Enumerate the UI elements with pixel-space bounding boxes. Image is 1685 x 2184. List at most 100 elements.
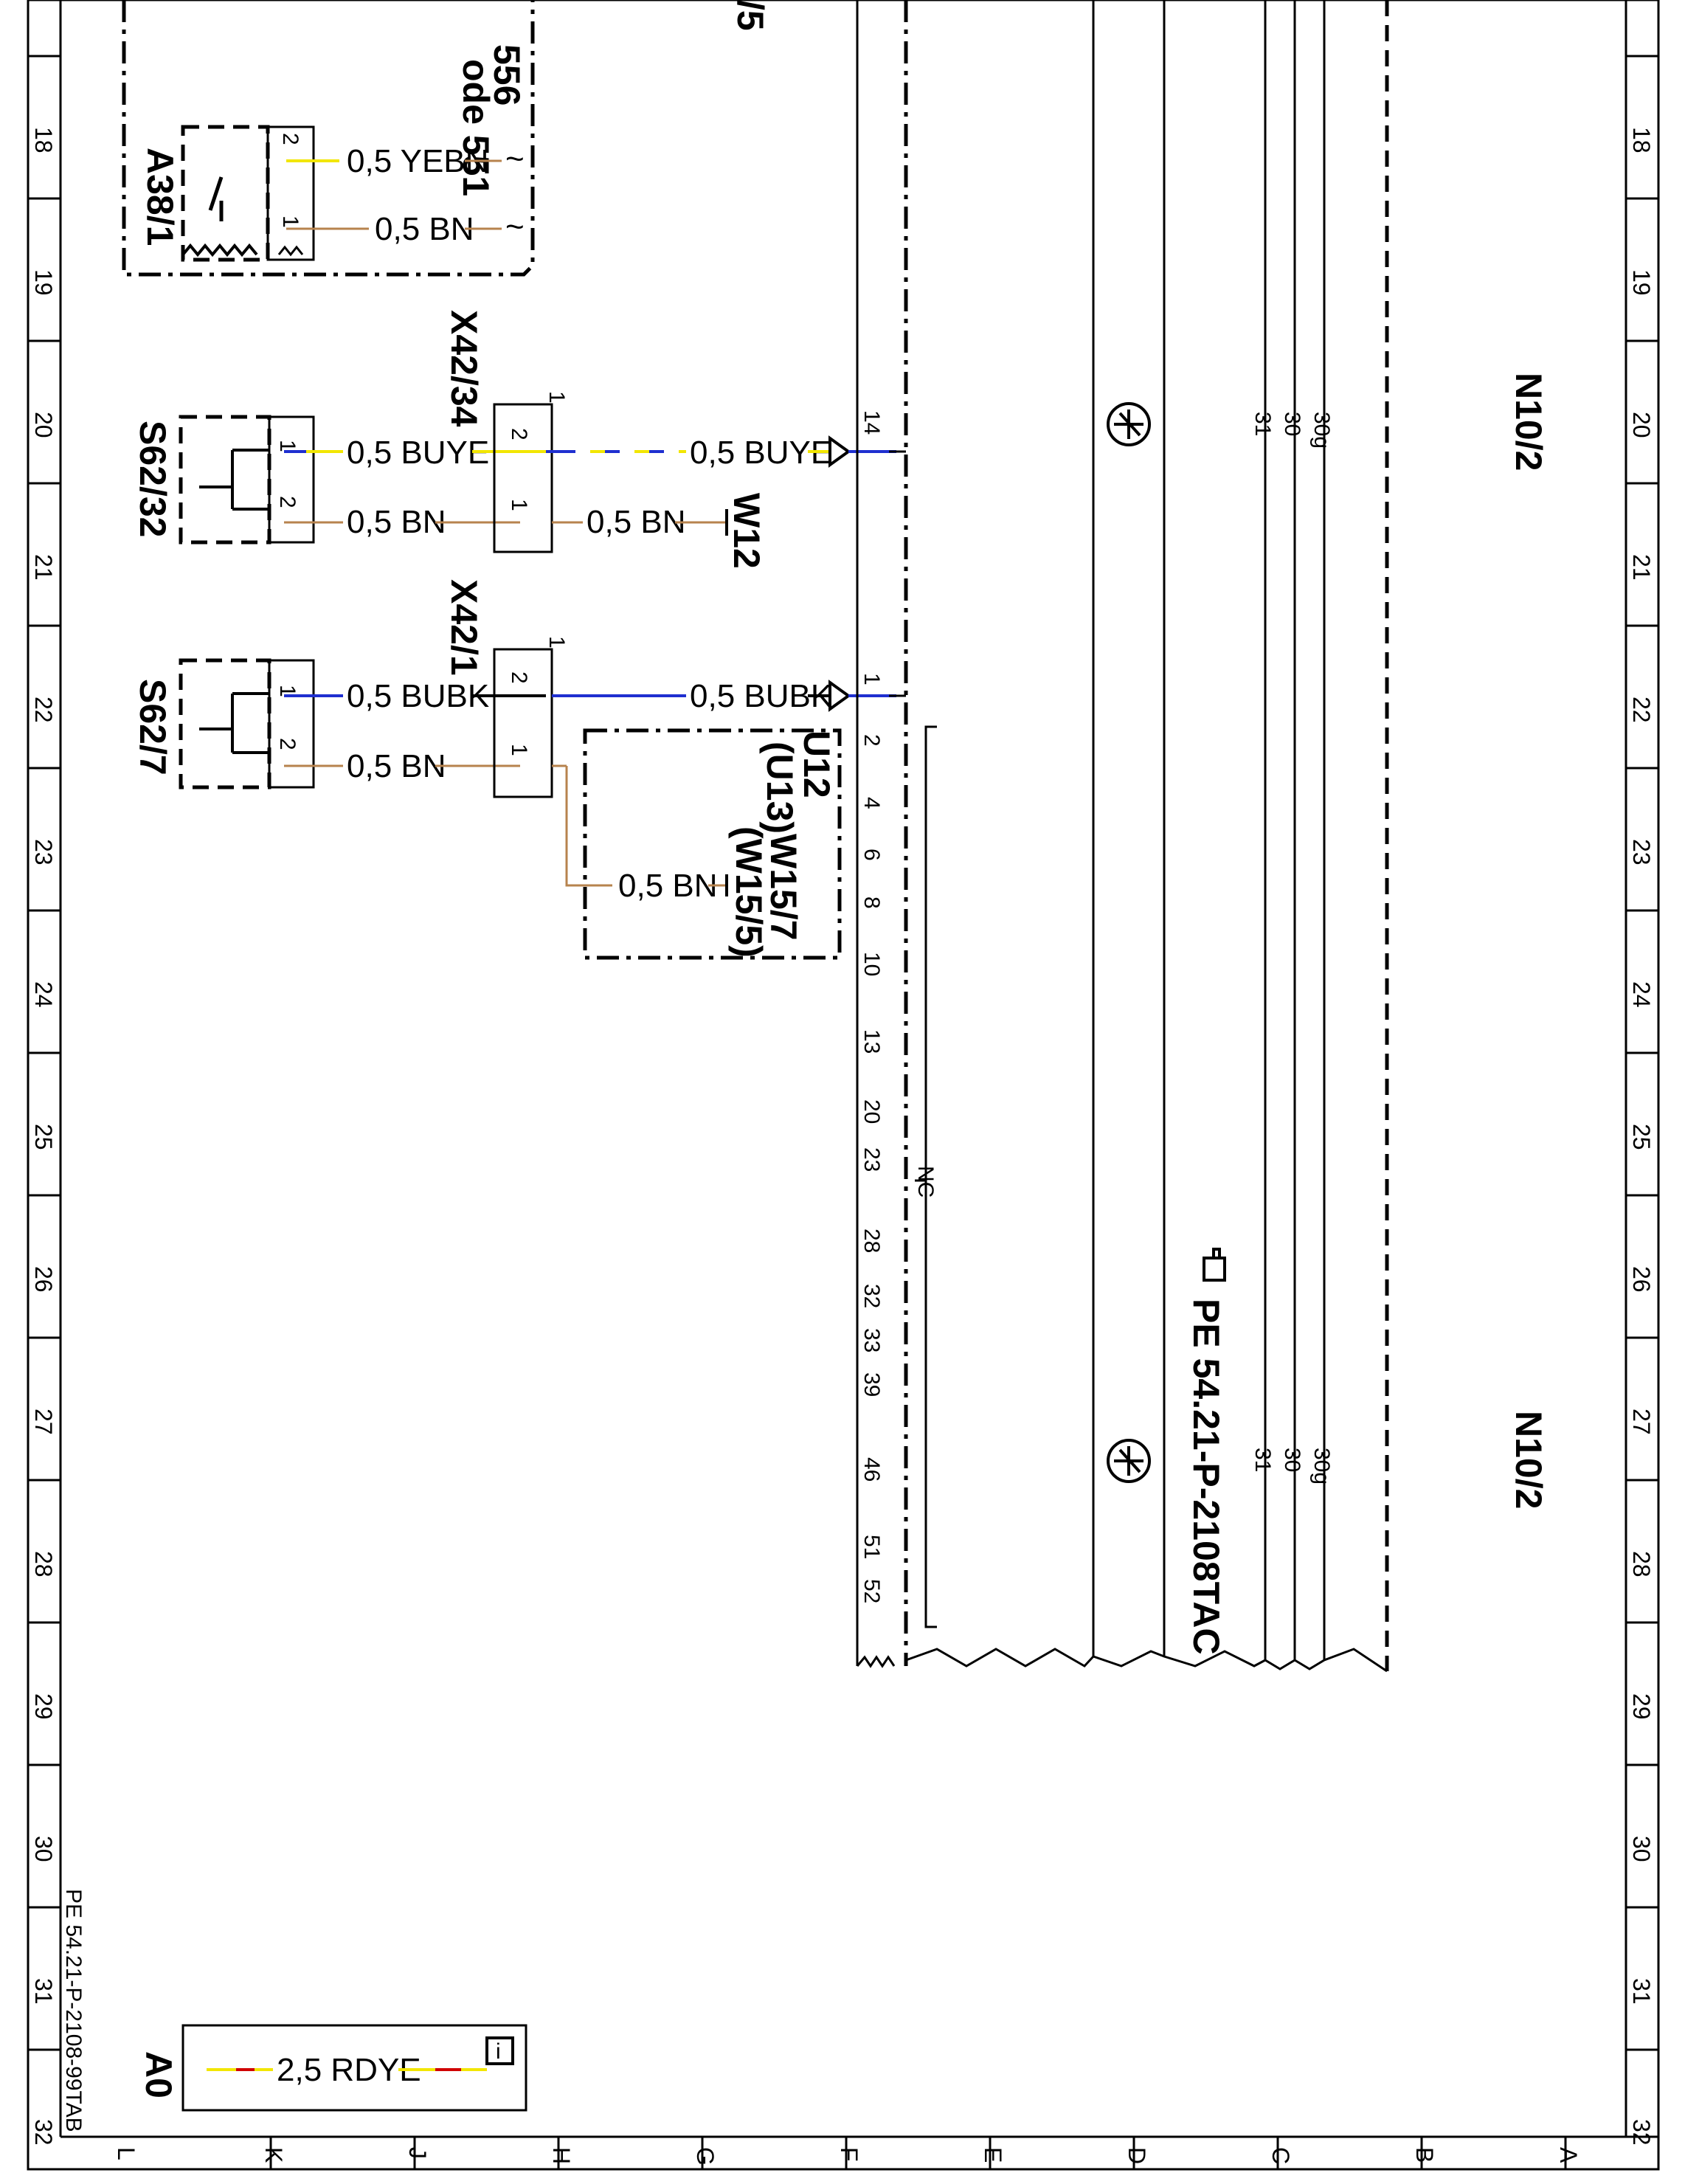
pin-1: 1	[859, 673, 884, 685]
row-C: C	[1267, 2147, 1294, 2164]
col-28-left: 28	[30, 1551, 57, 1577]
s62-7-switch-box	[179, 658, 271, 789]
term-30g-top: 30g	[1309, 412, 1334, 449]
u12-label: U12	[796, 730, 837, 798]
svg-text:2: 2	[507, 428, 531, 440]
connector-pin-number: 46	[859, 1457, 884, 1482]
x42-1-label: X42/1	[443, 579, 485, 676]
svg-text:1: 1	[275, 440, 300, 452]
wire-bn-w15-label: 0,5 BN	[618, 868, 718, 904]
col-22-right: 22	[1628, 697, 1655, 723]
col-29-right: 29	[1628, 1693, 1655, 1720]
svg-text:2: 2	[275, 738, 300, 750]
n10-2-label-top: N10/2	[1508, 373, 1549, 471]
svg-text:~: ~	[505, 141, 525, 177]
wire-bubk-1-label: 0,5 BUBK	[347, 678, 489, 714]
col-19-right: 19	[1628, 269, 1655, 296]
u13-label: (U13)	[759, 742, 800, 834]
wire-bn-s62-7-label: 0,5 BN	[347, 748, 446, 784]
pushbutton-icon	[199, 449, 269, 511]
connector-pin-number: 10	[859, 952, 884, 976]
a38-1-switch-box	[181, 125, 270, 262]
col-23-left: 23	[30, 839, 57, 865]
n10-2-label-bottom: N10/2	[1508, 1411, 1549, 1509]
pin-14: 14	[859, 410, 884, 435]
info-icon	[485, 2036, 514, 2065]
connector-pin-number: 23	[859, 1147, 884, 1172]
svg-text:2: 2	[507, 671, 531, 684]
connector-pin-number: 52	[859, 1579, 884, 1603]
col-20-left: 20	[30, 412, 57, 438]
svg-text:i: i	[496, 2039, 501, 2064]
hand-pointer-icon	[1203, 1248, 1226, 1282]
col-24-right: 24	[1628, 981, 1655, 1008]
u12-box	[583, 728, 842, 960]
wire-bn-a38-label: 0,5 BN	[375, 211, 474, 247]
s62-7-group: S62/7 1 2 0,5 BUBK 0,5 BN X42/1 1 2 1 0,…	[132, 579, 896, 960]
s62-32-label: S62/32	[132, 421, 173, 537]
col-20-right: 20	[1628, 412, 1655, 438]
connector-pin-number: 33	[859, 1328, 884, 1352]
svg-text:1: 1	[507, 499, 531, 511]
col-23-right: 23	[1628, 839, 1655, 865]
s62-7-label: S62/7	[132, 679, 173, 775]
w12-label: W12	[726, 493, 767, 569]
col-32-right: 32	[1628, 2119, 1655, 2146]
term-30-top: 30	[1280, 412, 1304, 436]
row-letters-bottom: L K J H G F E D C B A	[113, 2147, 1582, 2166]
col-25-left: 25	[30, 1124, 57, 1150]
s62-32-switch-box	[179, 415, 271, 545]
svg-text:2: 2	[278, 133, 302, 145]
connector-pin-number: 39	[859, 1372, 884, 1397]
row-L: L	[113, 2147, 139, 2160]
col-21-left: 21	[30, 554, 57, 581]
term-31-top: 31	[1250, 412, 1275, 436]
col-18-left: 18	[30, 127, 57, 153]
pushbutton-icon	[199, 692, 269, 754]
row-A: A	[1555, 2147, 1582, 2163]
svg-text:1: 1	[544, 391, 569, 404]
col-31-right: 31	[1628, 1978, 1655, 2005]
column-numbers-left: 18 19 20 21 22 23 24 25 26 27 28 29 30 3…	[30, 127, 57, 2146]
col-31-left: 31	[30, 1978, 57, 2005]
x42-34-connector	[493, 403, 553, 553]
col-32-left: 32	[30, 2119, 57, 2146]
s62-32-pin-block	[268, 415, 315, 544]
col-27-right: 27	[1628, 1409, 1655, 1435]
arrow-icon	[828, 680, 851, 712]
row-H: H	[548, 2147, 575, 2164]
connector-pin-number: 6	[859, 849, 884, 861]
col-22-left: 22	[30, 697, 57, 723]
code-partial-label-2: 556	[486, 44, 527, 106]
col-30-left: 30	[30, 1836, 57, 1862]
x42-34-label: X42/34	[443, 310, 485, 427]
connector-pin-number: 13	[859, 1029, 884, 1054]
page-reference: PE 54.21-P-2108-99TAB	[61, 1889, 86, 2132]
row-E: E	[980, 2147, 1006, 2163]
a38-1-pin-block	[266, 125, 315, 261]
svg-text:1: 1	[507, 744, 531, 756]
col-25-right: 25	[1628, 1124, 1655, 1150]
x42-1-connector	[493, 648, 553, 798]
col-29-left: 29	[30, 1693, 57, 1720]
column-numbers-right: 18 19 20 21 22 23 24 25 26 27 28 29 30 3…	[1628, 127, 1655, 2146]
drawing-frame	[27, 0, 1660, 2171]
col-28-right: 28	[1628, 1551, 1655, 1577]
connector-pin-number: 51	[859, 1535, 884, 1559]
term-30g-bottom: 30g	[1309, 1448, 1334, 1485]
term-30-bottom: 30	[1280, 1448, 1304, 1472]
spring-icon	[181, 243, 258, 258]
a0-legend: A0 2,5 RDYE i	[138, 2024, 527, 2112]
switch-icon	[208, 176, 224, 221]
a38-1-label: A38/1	[139, 148, 181, 246]
row-G: G	[692, 2147, 719, 2166]
svg-text:1: 1	[544, 636, 569, 649]
svg-text:1: 1	[275, 685, 300, 697]
s62-32-group: S62/32 1 2 0,5 BUYE 0,5 BN X42/34 1 2 1 …	[132, 310, 896, 569]
w15-5-label: (W15/5)	[728, 826, 769, 958]
wire-bn-s62-32-label: 0,5 BN	[347, 504, 446, 540]
wire-bn-w12-label: 0,5 BN	[587, 504, 686, 540]
code-partial-label: ode 551	[455, 59, 496, 196]
arrow-icon	[828, 435, 851, 468]
